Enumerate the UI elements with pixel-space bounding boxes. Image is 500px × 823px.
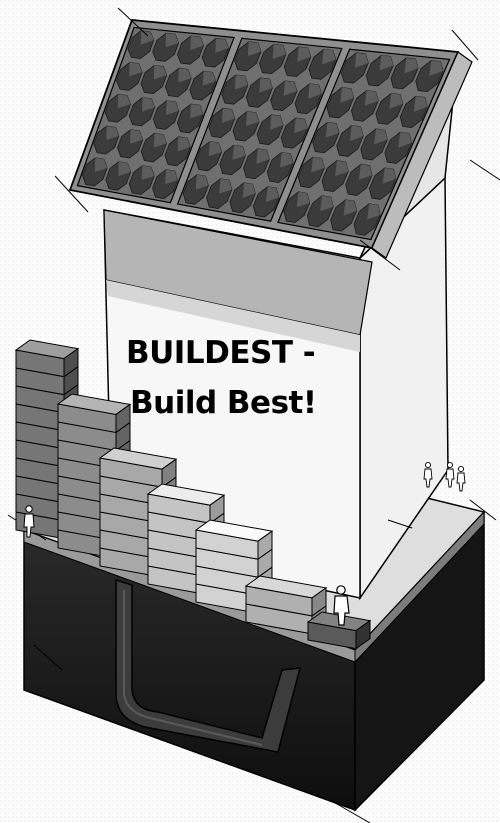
caption-line-1: BUILDEST - xyxy=(126,338,315,369)
caption-line-2: Build Best! xyxy=(130,388,317,419)
